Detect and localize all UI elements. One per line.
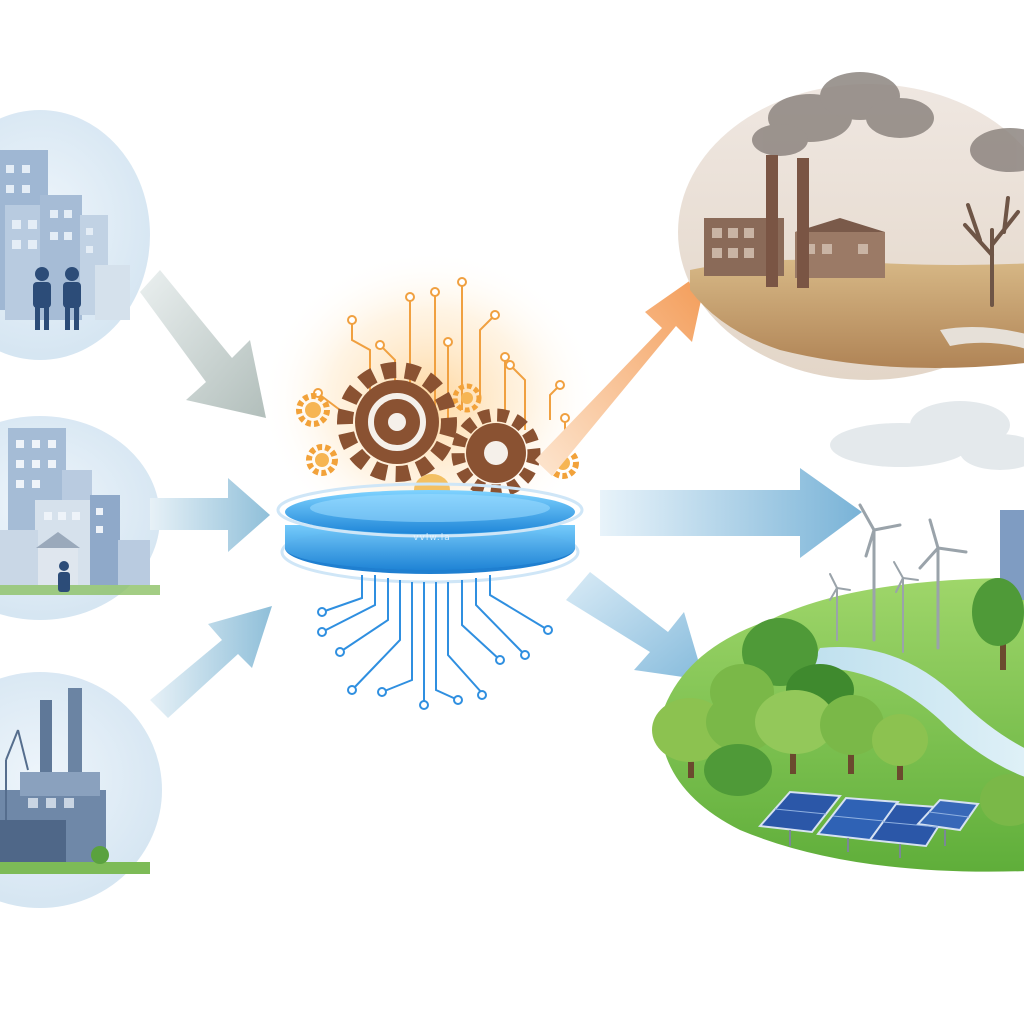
arrow-pollution-output	[535, 268, 708, 476]
output-polluted	[678, 72, 1024, 380]
small-gear-icon	[306, 444, 338, 476]
arrow-top-input	[140, 270, 266, 418]
output-sustainable	[652, 401, 1024, 872]
large-gear-icon	[451, 408, 541, 498]
clean-river	[810, 647, 1024, 777]
small-gear-icon	[296, 393, 330, 427]
workers-figures	[33, 267, 81, 330]
residential-buildings	[0, 428, 160, 595]
dead-tree-icon	[963, 196, 1020, 307]
circuit-nodes-blue	[317, 607, 553, 710]
polluting-factory	[704, 155, 885, 288]
arrow-lower-output	[566, 572, 704, 680]
input-urban-workforce	[0, 110, 150, 360]
wind-turbine-icon	[893, 561, 919, 653]
input-heavy-industry	[0, 672, 162, 908]
central-processor-hub	[260, 250, 600, 710]
solar-panels-icon	[757, 790, 980, 858]
input-residential-district	[0, 416, 160, 620]
platform-disc	[276, 482, 584, 584]
hub-label: vvlw.la	[413, 533, 451, 543]
factory-buildings	[0, 688, 150, 874]
circuit-nodes-orange	[313, 277, 570, 423]
large-gear-icon	[337, 362, 457, 482]
arrow-sustainable-output	[600, 468, 862, 558]
wind-turbine-icon	[829, 573, 851, 641]
trees-icon	[652, 578, 1024, 826]
arrow-middle-input	[150, 478, 270, 552]
dry-river	[940, 326, 1024, 349]
wind-turbine-icon	[858, 503, 902, 642]
arrow-bottom-input	[150, 606, 272, 718]
wind-turbine-icon	[918, 518, 968, 650]
small-gear-icon	[452, 383, 482, 413]
smoke-clouds	[752, 72, 1024, 172]
sky-clouds	[830, 401, 1024, 470]
circuit-traces-blue	[321, 575, 549, 702]
